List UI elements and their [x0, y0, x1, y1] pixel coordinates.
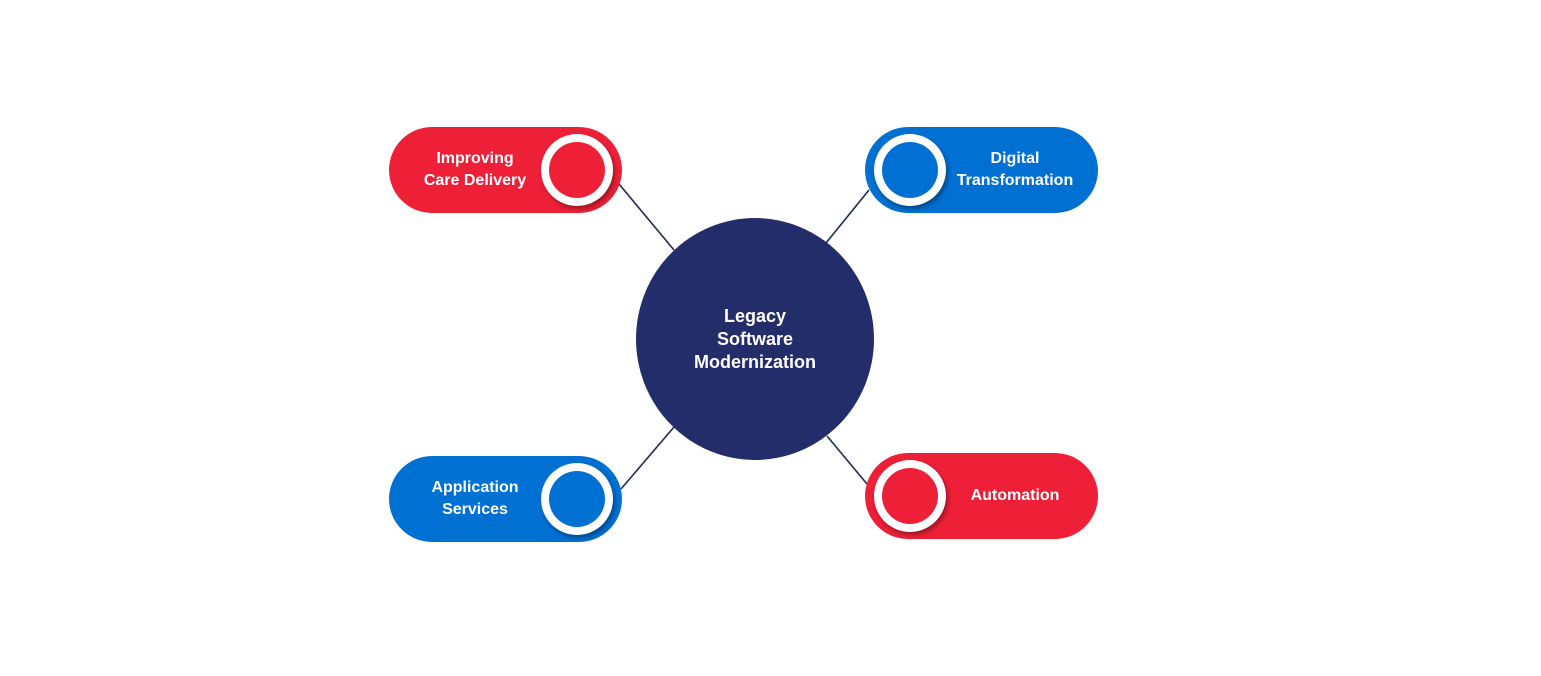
- circle-knob-icon: [541, 134, 613, 206]
- connector-bottom-left: [620, 426, 675, 490]
- node-label: Improving Care Delivery: [423, 150, 527, 189]
- node-label: Digital Transformation: [956, 150, 1074, 189]
- node-label: Automation: [970, 487, 1060, 504]
- connector-bottom-right: [826, 435, 868, 485]
- node-application-services: Application Services: [389, 456, 622, 542]
- node-automation: Automation: [865, 453, 1098, 539]
- circle-knob-icon: [874, 134, 946, 206]
- node-improving-care-delivery: Improving Care Delivery: [389, 127, 622, 213]
- center-hub: Legacy Software Modernization: [636, 218, 874, 460]
- node-label: Application Services: [431, 479, 519, 518]
- circle-knob-icon: [874, 460, 946, 532]
- center-hub-label: Legacy Software Modernization: [694, 305, 816, 372]
- circle-knob-icon: [541, 463, 613, 535]
- node-digital-transformation: Digital Transformation: [865, 127, 1098, 213]
- connector-top-left: [618, 183, 675, 251]
- connector-top-right: [825, 189, 870, 244]
